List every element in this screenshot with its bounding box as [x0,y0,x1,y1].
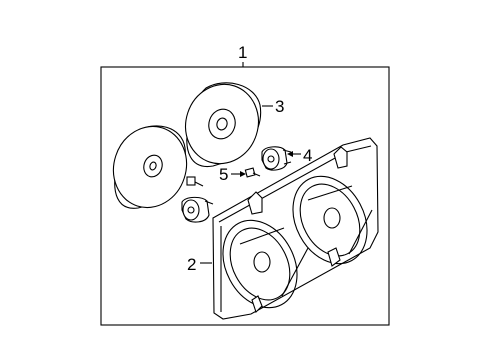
callout-5: 5 [219,165,228,184]
fan-shroud [212,137,379,320]
leader-5-arrow [240,171,246,177]
fan-blade-rear [185,82,262,168]
leader-4-arrow [287,151,293,157]
fan-motor-lower [181,196,214,223]
callout-3: 3 [275,97,284,116]
fan-blade-front [112,125,188,209]
callout-2: 2 [187,255,196,274]
assembly-frame [100,66,390,326]
bolt-left [186,176,204,187]
callout-4: 4 [303,146,312,165]
fan-motor-upper [261,146,292,171]
callout-1: 1 [238,43,247,62]
bolt-right [244,167,261,178]
